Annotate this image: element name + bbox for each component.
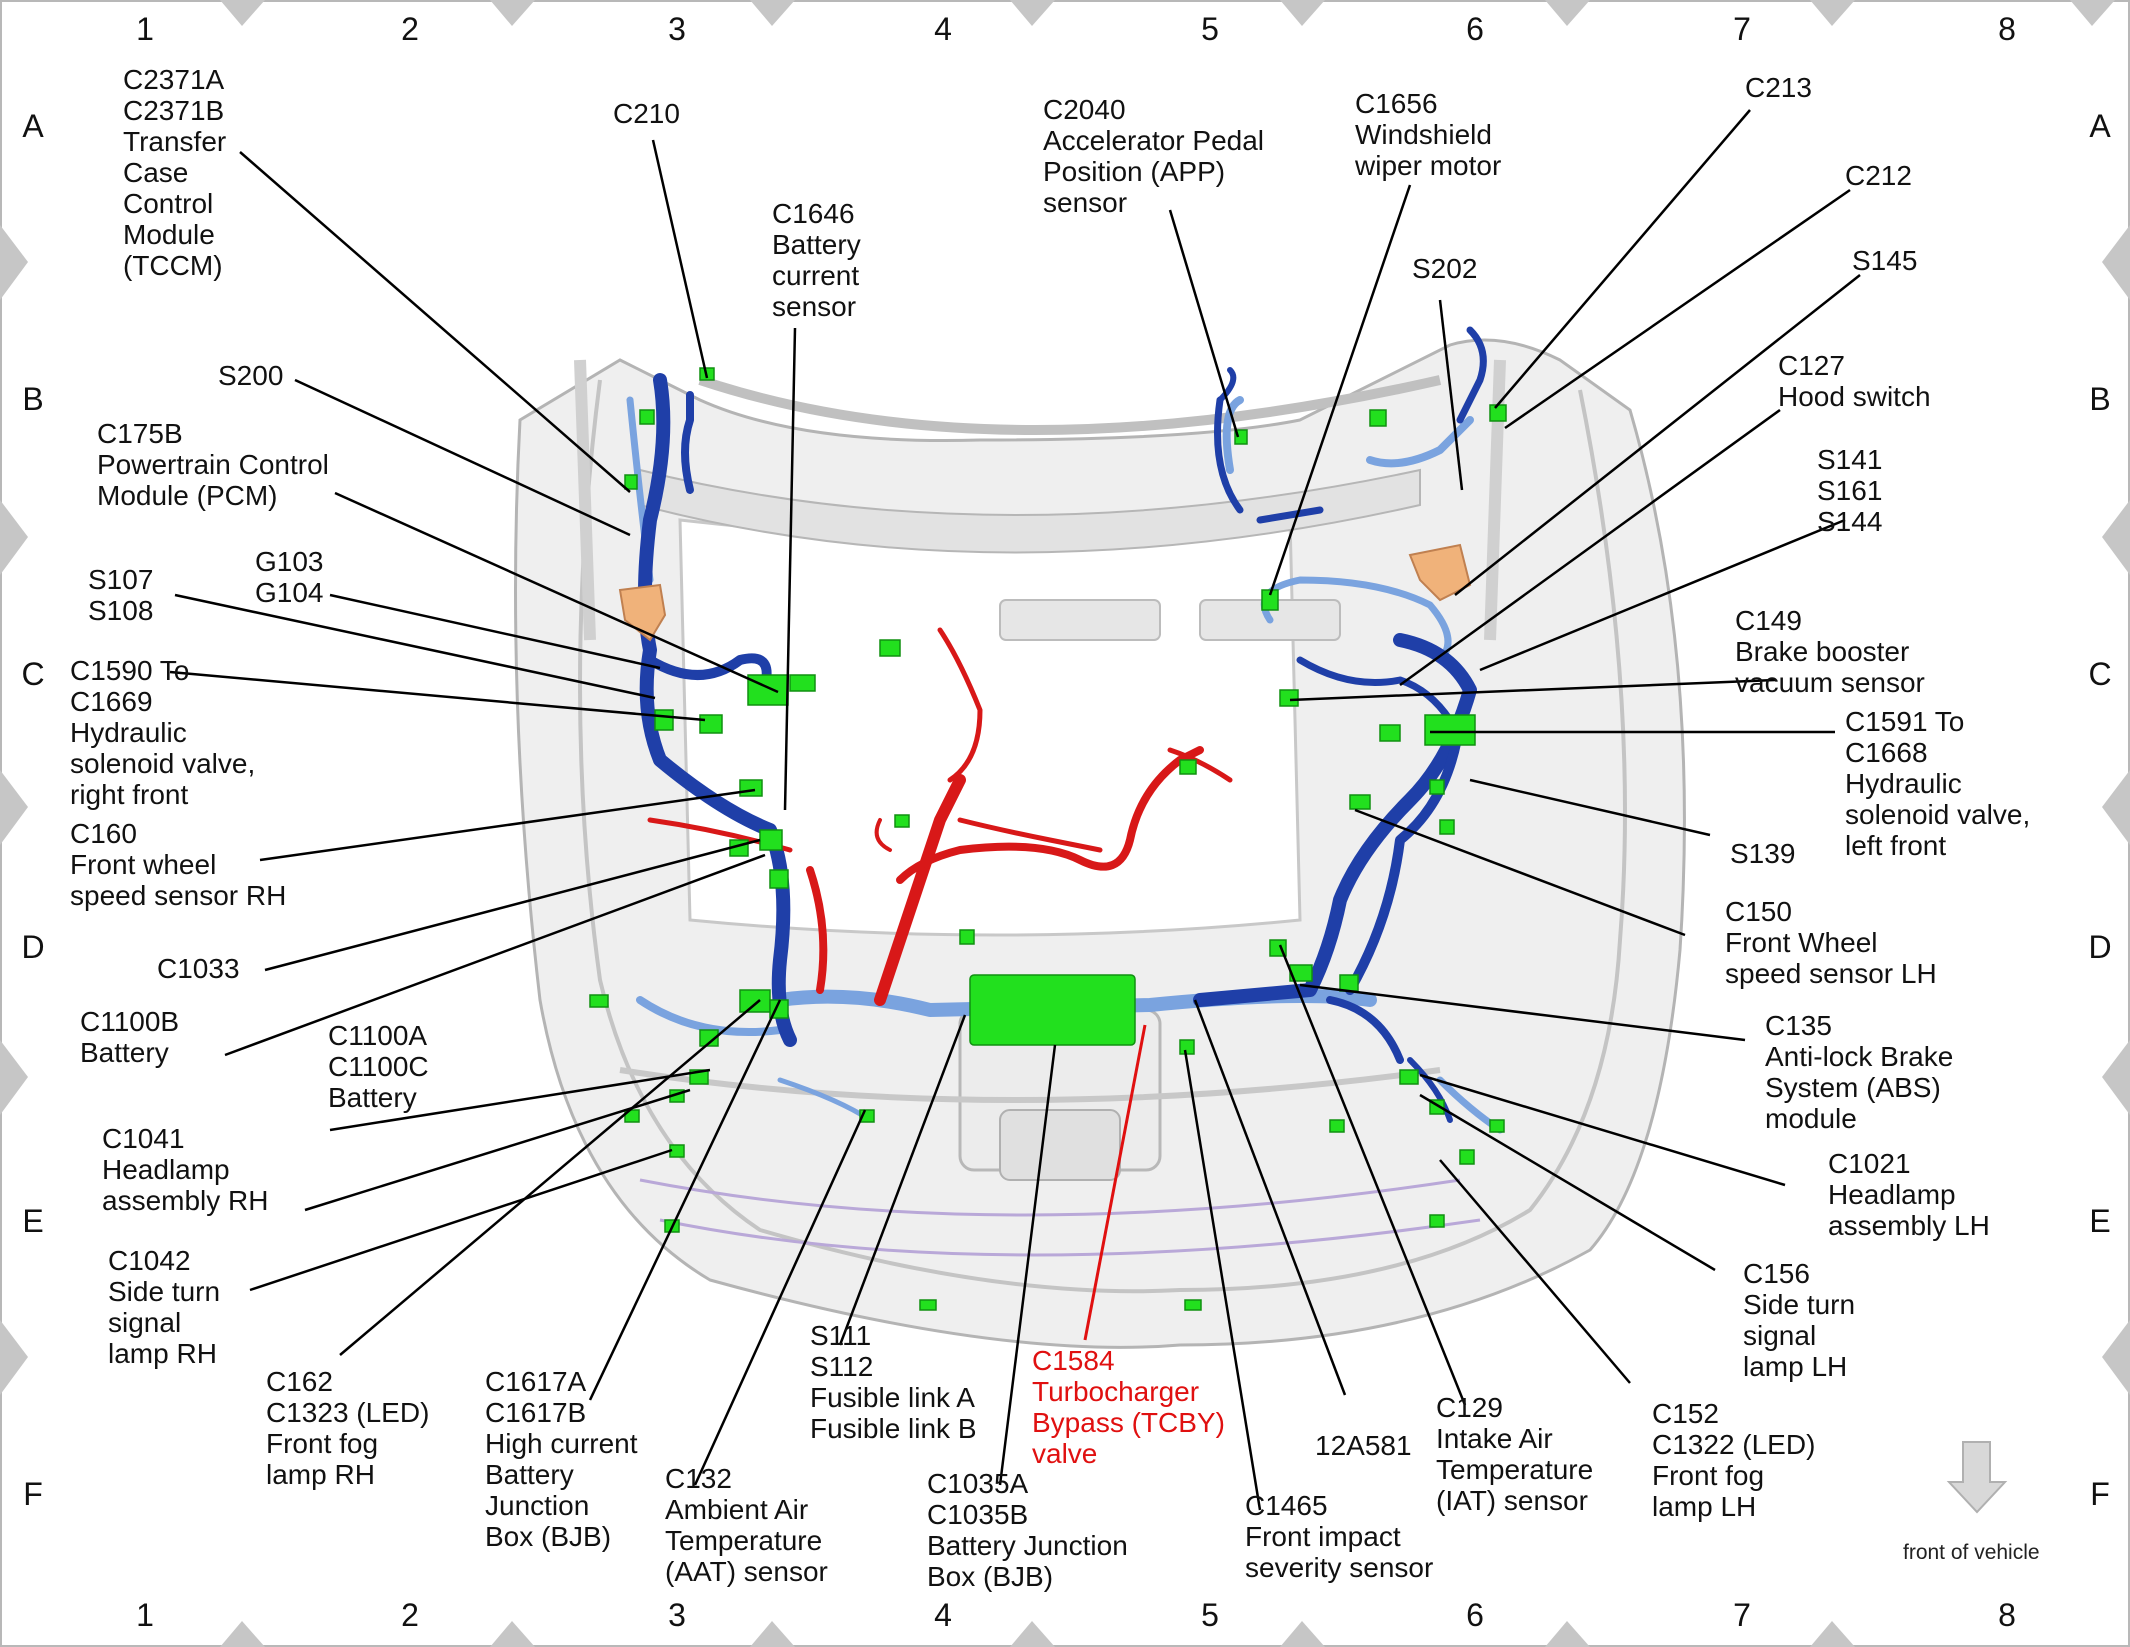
grid-row-a-left: A xyxy=(22,108,44,144)
grid-row-d-left: D xyxy=(21,929,44,965)
label-c210: C210 xyxy=(613,98,680,129)
grid-row-b-right: B xyxy=(2089,381,2110,417)
label-s200: S200 xyxy=(218,360,284,391)
grid-col-2-bottom: 2 xyxy=(401,1597,419,1633)
leader-lines xyxy=(169,109,1861,1511)
grid-col-5-top: 5 xyxy=(1201,11,1219,47)
label-c213: C213 xyxy=(1745,72,1812,103)
label-c1033: C1033 xyxy=(157,953,240,984)
c1584-leader xyxy=(1083,1024,1147,1341)
grid-row-a-right: A xyxy=(2089,108,2111,144)
front-of-vehicle-label: front of vehicle xyxy=(1903,1541,2040,1564)
grid-row-f-left: F xyxy=(23,1476,43,1512)
label-c212: C212 xyxy=(1845,160,1912,191)
grid-col-7-bottom: 7 xyxy=(1733,1597,1751,1633)
grid-col-8-bottom: 8 xyxy=(1998,1597,2016,1633)
harness-red xyxy=(647,627,1233,1006)
tan-brackets xyxy=(618,543,1472,642)
grid-row-c-right: C xyxy=(2088,656,2111,692)
grid-col-3-bottom: 3 xyxy=(668,1597,686,1633)
grid-col-3-top: 3 xyxy=(668,11,686,47)
grid-col-8-top: 8 xyxy=(1998,11,2016,47)
grid-row-e-right: E xyxy=(2089,1203,2110,1239)
grid-col-4-bottom: 4 xyxy=(934,1597,952,1633)
label-s139: S139 xyxy=(1730,838,1796,869)
harness-main xyxy=(638,326,1487,1123)
front-of-vehicle-arrow xyxy=(1946,1441,2008,1514)
grid-row-b-left: B xyxy=(22,381,43,417)
bjb-connector-block xyxy=(969,974,1136,1046)
grid-labels: 1 2 3 4 5 6 7 8 1 2 3 4 5 6 7 8 A B C D … xyxy=(21,11,2111,1633)
label-12a581: 12A581 xyxy=(1315,1430,1412,1461)
grid-row-e-left: E xyxy=(22,1203,43,1239)
label-s145: S145 xyxy=(1852,245,1918,276)
grid-row-c-left: C xyxy=(21,656,44,692)
grid-col-7-top: 7 xyxy=(1733,11,1751,47)
connectors xyxy=(589,367,1507,1311)
grid-row-f-right: F xyxy=(2090,1476,2110,1512)
grid-col-1-top: 1 xyxy=(136,11,154,47)
grid-col-1-bottom: 1 xyxy=(136,1597,154,1633)
grid-col-4-top: 4 xyxy=(934,11,952,47)
grid-col-6-top: 6 xyxy=(1466,11,1484,47)
label-s202: S202 xyxy=(1412,253,1478,284)
grid-col-2-top: 2 xyxy=(401,11,419,47)
grid-col-6-bottom: 6 xyxy=(1466,1597,1484,1633)
grid-row-d-right: D xyxy=(2088,929,2111,965)
grid-col-5-bottom: 5 xyxy=(1201,1597,1219,1633)
